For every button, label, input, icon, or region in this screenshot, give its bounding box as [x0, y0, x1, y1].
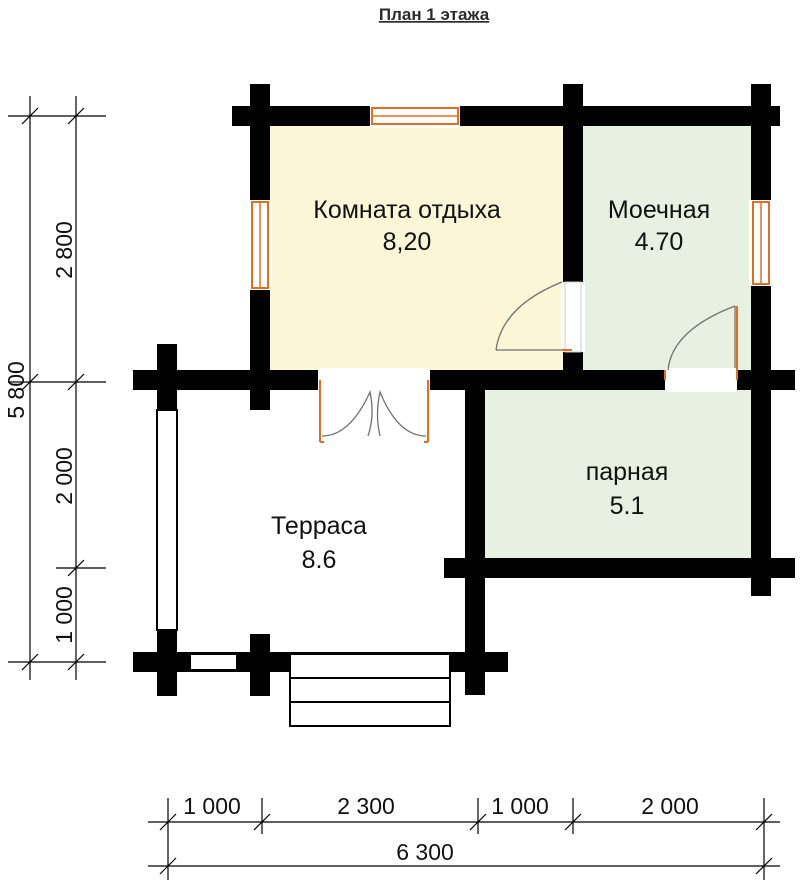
dim-horizontal-total: 6 300	[396, 839, 454, 865]
dim-vertical-2: 2 000	[51, 447, 77, 505]
dim-vertical-total: 5 800	[3, 361, 29, 419]
horizontal-dimensions	[148, 798, 780, 880]
washroom-area-label: 4.70	[635, 228, 684, 256]
terrace-area-label: 8.6	[302, 546, 337, 574]
doors	[319, 281, 738, 443]
dim-horizontal-3: 1 000	[491, 793, 549, 819]
dim-vertical-3: 1 000	[51, 586, 77, 644]
rest-room-area-label: 8,20	[383, 228, 432, 256]
vertical-dimensions	[8, 96, 106, 680]
rest-room-name: Комната отдыха	[313, 196, 501, 224]
entrance-steps	[289, 653, 451, 727]
washroom-area	[580, 120, 760, 378]
openings	[156, 104, 773, 671]
rest-room-area	[265, 120, 572, 378]
dim-vertical-1: 2 800	[51, 221, 77, 279]
dim-horizontal-2: 2 300	[337, 793, 395, 819]
washroom-name: Моечная	[608, 196, 710, 224]
plan-title: План 1 этажа	[379, 5, 490, 24]
steam-room-area-label: 5.1	[610, 492, 645, 520]
steam-room-area	[480, 385, 760, 563]
steam-room-name: парная	[586, 458, 669, 486]
dim-horizontal-4: 2 000	[641, 793, 699, 819]
dim-horizontal-1: 1 000	[183, 793, 241, 819]
terrace-name: Терраса	[271, 512, 367, 540]
